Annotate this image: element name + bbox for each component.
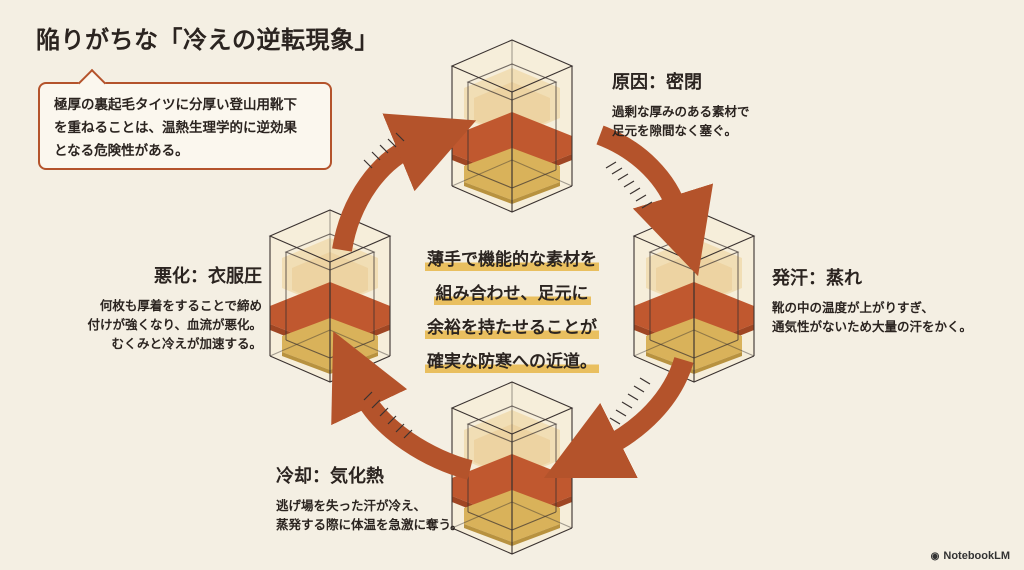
center-advice: 薄手で機能的な素材を 組み合わせ、足元に 余裕を持たせることが 確実な防寒への近… <box>398 240 626 376</box>
stage-cooling-text: 逃げ場を失った汗が冷え、 蒸発する際に体温を急激に奪う。 <box>276 498 463 532</box>
stage-sweat: 発汗：蒸れ 靴の中の温度が上がりすぎ、 通気性がないため大量の汗をかく。 <box>772 264 972 336</box>
center-advice-line: 薄手で機能的な素材を <box>425 243 599 271</box>
stage-cause: 原因：密閉 過剰な厚みのある素材で 足元を隙間なく塞ぐ。 <box>612 68 750 140</box>
center-advice-line: 組み合わせ、足元に <box>433 277 591 305</box>
center-advice-line: 余裕を持たせることが <box>425 311 599 339</box>
stage-cause-text: 過剰な厚みのある素材で 足元を隙間なく塞ぐ。 <box>612 104 750 138</box>
arrow-hatching <box>363 132 653 439</box>
stage-worsening-text: 何枚も厚着をすることで締め 付けが強くなり、血流が悪化。 むくみと冷えが加速する… <box>87 298 262 351</box>
stage-cause-title: 原因：密閉 <box>612 72 702 93</box>
stage-cooling: 冷却：気化熱 逃げ場を失った汗が冷え、 蒸発する際に体温を急激に奪う。 <box>276 462 463 534</box>
page-title: 陥りがちな「冷えの逆転現象」 <box>36 26 379 54</box>
layer-block-top <box>451 39 573 213</box>
brand-logo: NotebookLM <box>931 550 1010 562</box>
arrow-top-to-right <box>596 125 714 277</box>
center-advice-line: 確実な防寒への近道。 <box>425 345 599 373</box>
layer-block-right <box>633 209 755 383</box>
arrow-bottom-to-left <box>331 331 473 480</box>
stage-worsening-title: 悪化：衣服圧 <box>154 266 262 287</box>
layer-block-left <box>269 209 391 383</box>
arrow-right-to-bottom <box>543 356 694 479</box>
warning-callout-text: 極厚の裏起毛タイツに分厚い登山用靴下 を重ねることは、温熱生理学的に逆効果 とな… <box>54 97 297 159</box>
arrow-left-to-top <box>332 113 477 252</box>
stage-worsening: 悪化：衣服圧 何枚も厚着をすることで締め 付けが強くなり、血流が悪化。 むくみと… <box>64 262 262 353</box>
stage-cooling-title: 冷却：気化熱 <box>276 466 384 487</box>
stage-sweat-title: 発汗：蒸れ <box>772 268 862 289</box>
stage-sweat-text: 靴の中の温度が上がりすぎ、 通気性がないため大量の汗をかく。 <box>772 300 973 334</box>
warning-callout: 極厚の裏起毛タイツに分厚い登山用靴下 を重ねることは、温熱生理学的に逆効果 とな… <box>38 82 332 170</box>
